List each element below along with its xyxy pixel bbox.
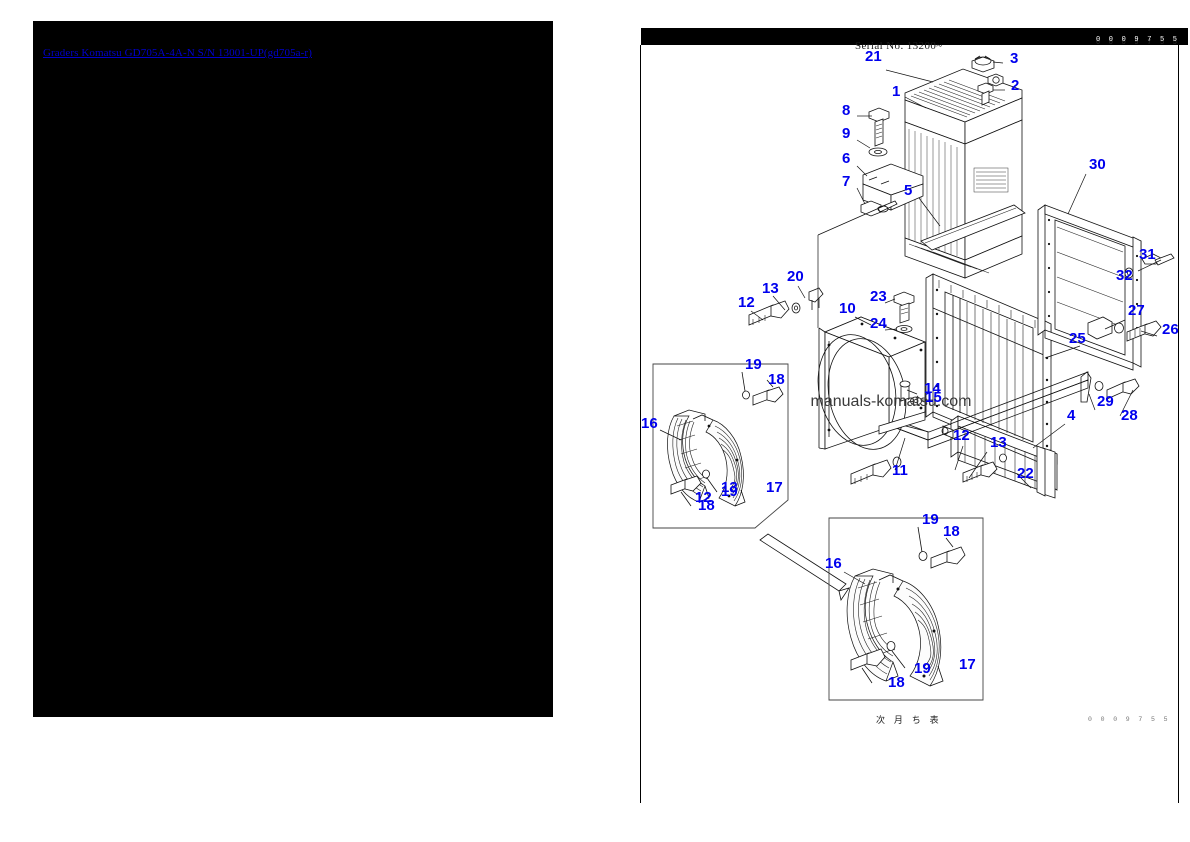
callout-number: 20	[787, 268, 804, 285]
catalog-title-link[interactable]: Graders Komatsu GD705A-4A-N S/N 13001-UP…	[43, 47, 312, 59]
serial-number-note: Serial No. 13200~	[855, 40, 943, 52]
callout-number: 18	[943, 523, 960, 540]
hardware-shroud-bottom	[850, 456, 902, 485]
callout-number: 1	[892, 83, 900, 100]
callout-number: 24	[870, 315, 887, 332]
page-footer-cjk-note: 次 月 ち 表	[876, 716, 942, 726]
page-footer-code: 0 0 0 9 7 5 5	[1088, 716, 1170, 723]
callout-leaders	[750, 61, 1162, 489]
callout-number: 31	[1139, 246, 1156, 263]
callout-number: 11	[892, 462, 908, 479]
bracket-item-6	[862, 163, 924, 211]
exploded-parts-drawing: manuals-komatsu.com 21321896753031322013…	[641, 48, 1179, 701]
callout-number: 7	[842, 173, 850, 190]
callout-number: 23	[870, 288, 887, 305]
rear-guard-item-30	[1037, 204, 1142, 371]
page-left-border	[640, 45, 641, 803]
callout-number: 9	[842, 125, 850, 142]
hardware-items-26-27	[1087, 316, 1162, 342]
callout-number: 15	[925, 389, 942, 406]
callout-number: 12	[738, 294, 755, 311]
callout-number: 19	[922, 511, 939, 528]
hardware-cooler-mount	[962, 453, 1007, 483]
callout-number: 13	[721, 479, 738, 496]
guard-hardware-upper	[670, 371, 784, 507]
callout-number: 2	[1011, 77, 1019, 94]
page-header-code-shadow: 0 0 0 9 7 5 5	[1096, 39, 1180, 47]
radiator-cap	[971, 55, 995, 73]
detail-link-arrow	[759, 533, 850, 602]
callout-number: 12	[953, 427, 970, 444]
watermark-text: manuals-komatsu.com	[811, 393, 972, 410]
callout-number: 10	[839, 300, 856, 317]
washer-item-9	[868, 147, 888, 157]
callout-number: 21	[865, 48, 882, 65]
parts-diagram-page: 0 0 0 9 7 5 5 0 0 0 9 7 5 5 Serial No. 1…	[633, 28, 1188, 803]
callout-number: 18	[698, 497, 715, 514]
callout-number: 17	[959, 656, 976, 673]
fan-guard-right-item-17-lower	[878, 574, 944, 687]
hardware-shroud-top	[748, 287, 824, 326]
bolt-item-8	[868, 107, 890, 147]
callout-number: 32	[1116, 267, 1133, 284]
callout-number: 3	[1010, 50, 1018, 67]
left-black-panel: Graders Komatsu GD705A-4A-N S/N 13001-UP…	[33, 21, 553, 717]
detail-box-lower	[828, 517, 984, 701]
page-header-code: 0 0 0 9 7 5 5	[1096, 36, 1180, 44]
callout-number: 19	[745, 356, 762, 373]
callout-number: 16	[641, 415, 658, 432]
callout-number: 14	[924, 380, 941, 397]
callout-number: 19	[721, 483, 738, 500]
callout-number: 26	[1162, 321, 1179, 338]
page-right-border	[1178, 45, 1179, 803]
callout-number: 13	[762, 280, 779, 297]
hardware-items-23-24	[893, 291, 915, 333]
callout-number: 6	[842, 150, 850, 167]
callout-number: 22	[1017, 465, 1034, 482]
callout-number: 17	[766, 479, 783, 496]
hardware-items-14-15	[899, 380, 922, 406]
callout-number: 16	[825, 555, 842, 572]
callout-number: 30	[1089, 156, 1106, 173]
radiator-assembly	[904, 68, 1023, 279]
page-top-black-bar	[641, 28, 1188, 45]
bolt-item-2	[977, 82, 994, 106]
callout-number: 18	[768, 371, 785, 388]
fan-shroud-item-10	[817, 316, 927, 450]
bolt-item-7	[860, 200, 898, 217]
guard-hardware-lower	[850, 526, 966, 684]
callout-number: 27	[1128, 302, 1145, 319]
callout-number: 5	[904, 182, 912, 199]
callout-number: 4	[1067, 407, 1076, 424]
callout-number: 13	[990, 434, 1007, 451]
seal-item-5	[920, 204, 1026, 251]
callout-number: 19	[914, 660, 931, 677]
callout-number: 8	[842, 102, 850, 119]
callout-number: 18	[888, 674, 905, 691]
callout-number: 28	[1121, 407, 1138, 424]
callout-number: 25	[1069, 330, 1086, 347]
fan-guard-right-item-17	[692, 414, 746, 507]
callout-number: 12	[695, 489, 712, 506]
oil-cooler-item-4	[941, 415, 1058, 499]
detail-box-upper	[652, 363, 789, 529]
callout-number: 29	[1097, 393, 1114, 410]
